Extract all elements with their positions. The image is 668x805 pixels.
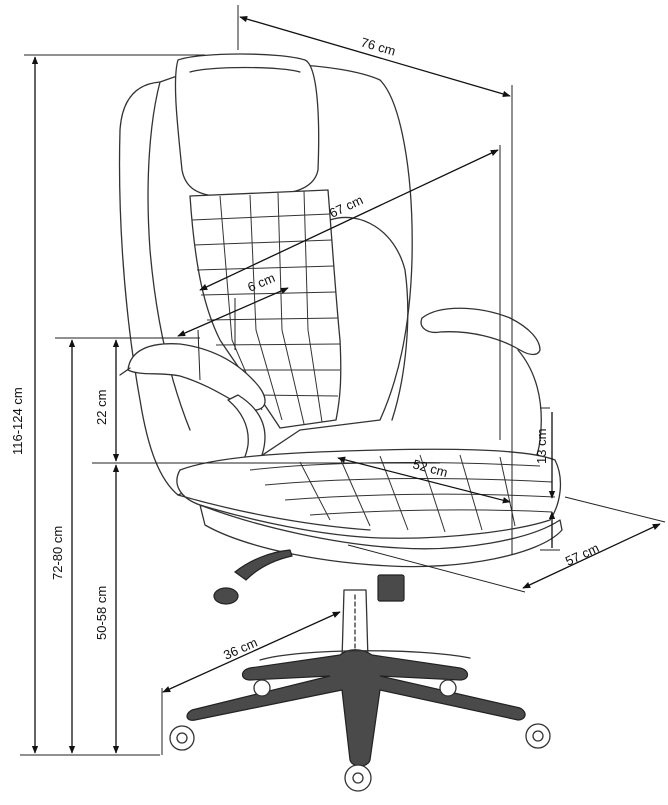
label-116-124cm: 116-124 cm [10, 387, 25, 455]
headrest [174, 53, 320, 197]
label-13cm: 13 cm [534, 429, 549, 464]
chair-drawing [118, 53, 563, 792]
dim-67cm-line [199, 149, 499, 291]
label-76cm: 76 cm [359, 34, 397, 58]
dim-76cm-line [239, 15, 511, 98]
dim-52cm-line [337, 456, 511, 504]
backrest-left-bolster [147, 81, 191, 431]
lever-knob [213, 587, 239, 605]
dimension-arrows [31, 15, 661, 754]
dimension-lines [20, 5, 666, 756]
label-36cm: 36 cm [221, 635, 259, 663]
label-22cm: 22 cm [94, 390, 109, 425]
dim-57cm-line [522, 523, 661, 589]
gas-lift-top [377, 574, 405, 602]
star-base [186, 649, 526, 767]
dim-6cm-line [177, 287, 289, 337]
tilt-lever [234, 549, 293, 581]
left-armrest [127, 343, 266, 411]
right-armrest [420, 307, 541, 356]
dim-36cm-line [162, 611, 341, 693]
label-50-58cm: 50-58 cm [94, 586, 109, 640]
label-72-80cm: 72-80 cm [50, 526, 65, 580]
label-57cm: 57 cm [563, 540, 601, 569]
